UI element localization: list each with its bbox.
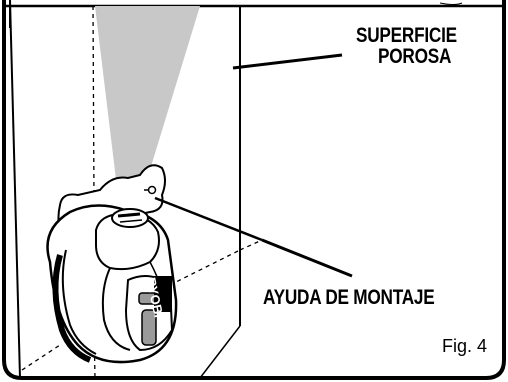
surface-label-line1: SUPERFICIE <box>356 24 457 47</box>
mount-leader-line <box>154 196 263 242</box>
mounting-aid-label: AYUDA DE MONTAJE <box>263 286 435 309</box>
brand-badge <box>154 276 172 312</box>
laser-aperture <box>111 208 149 228</box>
vertical-laser-line <box>92 5 95 201</box>
surface-leader-line <box>232 53 343 70</box>
figure-number: Fig. 4 <box>442 336 488 356</box>
wall-left-edge <box>9 0 21 379</box>
bracket-hole-right <box>147 185 157 195</box>
rubber-grip <box>52 254 92 363</box>
mode-slider <box>141 309 157 346</box>
surface-label-line2: POROSA <box>378 45 452 68</box>
horizontal-laser-line <box>21 344 61 371</box>
laser-beam <box>95 6 200 196</box>
caption-remnant <box>439 2 463 5</box>
